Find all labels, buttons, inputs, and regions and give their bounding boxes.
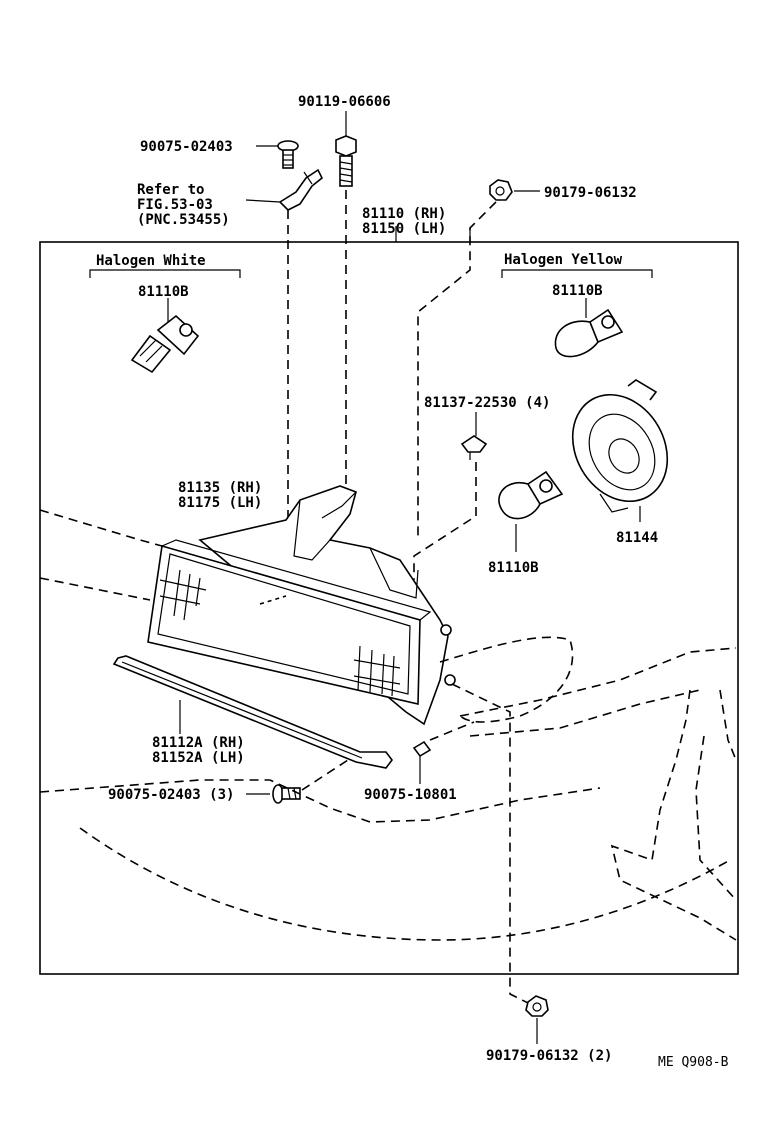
label-gasket-lh: 81152A (LH)	[152, 750, 245, 766]
screw-bottom-icon	[246, 784, 301, 804]
bracket-icon	[278, 168, 324, 211]
label-cover: 81144	[616, 530, 658, 546]
label-bulb-yellow: 81110B	[552, 283, 603, 299]
car-body-outline	[39, 509, 737, 941]
label-screw-side: 90075-10801	[364, 787, 457, 803]
label-gasket-rh: 81112A (RH)	[152, 735, 245, 751]
headlamp-assembly-icon	[147, 485, 456, 726]
label-nut-top: 90179-06132	[544, 185, 637, 201]
diagram-frame	[39, 241, 739, 975]
nut-top-icon	[489, 179, 540, 201]
label-bolt-top: 90119-06606	[298, 94, 391, 110]
screw-top-icon	[256, 140, 299, 169]
halogen-yellow-bulb-icon	[554, 298, 624, 358]
label-lens-rh: 81135 (RH)	[178, 480, 262, 496]
label-halogen-yellow: Halogen Yellow	[504, 252, 623, 268]
label-nut-bottom: 90179-06132 (2)	[486, 1048, 612, 1064]
label-halogen-white: Halogen White	[96, 253, 206, 269]
label-bulb-white: 81110B	[138, 284, 189, 300]
gasket-strip-icon	[112, 655, 393, 769]
label-headlamp-rh: 81110 (RH)	[362, 206, 446, 222]
label-lens-lh: 81175 (LH)	[178, 495, 262, 511]
label-refer-line2: FIG.53-03	[137, 197, 213, 213]
halogen-white-bulb-icon	[130, 298, 200, 374]
clip-icon	[460, 412, 488, 460]
label-screw-bottom: 90075-02403 (3)	[108, 787, 234, 803]
label-socket-bulb: 81110B	[488, 560, 539, 576]
label-screw-top: 90075-02403	[140, 139, 233, 155]
label-figure-code: ME Q908-B	[658, 1055, 729, 1070]
cover-icon	[571, 379, 669, 522]
label-refer-line1: Refer to	[137, 182, 204, 198]
screw-side-icon	[412, 740, 432, 784]
label-refer-line3: (PNC.53455)	[137, 212, 230, 228]
label-clip: 81137-22530 (4)	[424, 395, 550, 411]
nut-bottom-icon	[525, 995, 549, 1044]
label-headlamp-lh: 81150 (LH)	[362, 221, 446, 237]
bolt-top-icon	[335, 111, 357, 187]
socket-bulb-icon	[498, 470, 564, 552]
